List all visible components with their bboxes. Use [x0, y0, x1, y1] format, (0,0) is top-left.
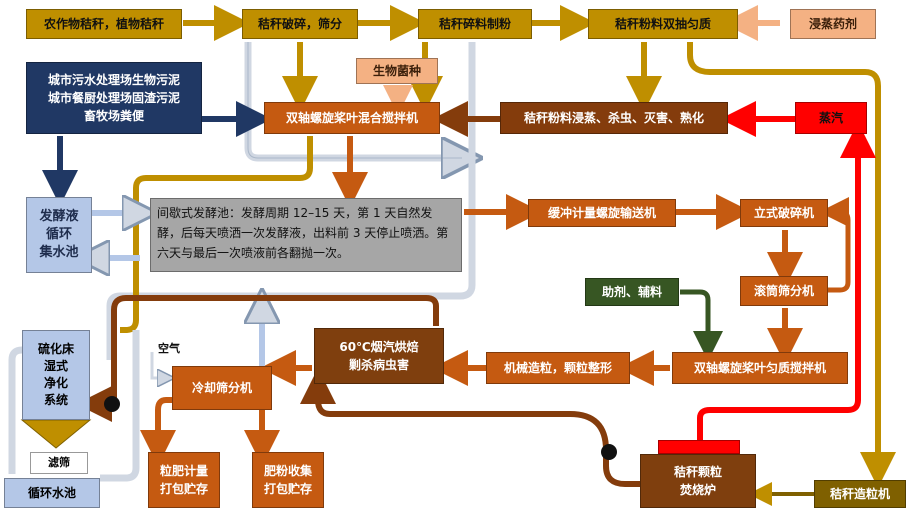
node-cool-screen: 冷却筛分机 [172, 366, 272, 410]
arrow-additive [680, 289, 723, 361]
sludge-line-3: 畜牧场粪便 [83, 109, 144, 123]
powder-pack-line-2: 打包贮存 [263, 482, 312, 496]
node-buffer-conveyor: 缓冲计量螺旋输送机 [528, 199, 676, 227]
pipe-scrubber-loop [8, 346, 40, 474]
node-crush-screen: 秸秆破碎，筛分 [242, 9, 358, 39]
desulfur-line-3: 净化 [43, 376, 68, 390]
node-ferment-description: 间歇式发酵池：发酵周期 12–15 天，第 1 天自然发酵，后每天喷洒一次发酵液… [150, 198, 462, 272]
furnace-line-2: 焚烧炉 [679, 483, 716, 497]
node-circ-pool: 循环水池 [4, 478, 100, 508]
node-twin-screw-homogenizer: 双轴螺旋桨叶匀质搅拌机 [672, 352, 848, 384]
arrow-drum-return [819, 197, 851, 293]
air-label: 空气 [158, 342, 180, 355]
node-dry-kill: 60℃烟汽烘焙 剿杀病虫害 [314, 328, 444, 384]
node-drum-screen: 滚筒筛分机 [740, 276, 828, 306]
pipe-furnace-to-dry [300, 368, 640, 487]
node-pellet-machine: 秸秆造粒机 [814, 480, 906, 508]
pool-line-2: 循环 [45, 227, 72, 242]
node-powder: 秸秆碎料制粉 [418, 9, 532, 39]
node-steam: 蒸汽 [795, 102, 867, 134]
node-ferment-pool: 发酵液 循环 集水池 [26, 197, 92, 273]
pool-line-3: 集水池 [39, 245, 79, 260]
node-microbe: 生物菌种 [356, 58, 438, 84]
node-additive: 助剂、辅料 [585, 278, 679, 306]
node-vertical-crusher: 立式破碎机 [740, 199, 828, 227]
arrow-doublemix-to-pellet [687, 42, 896, 488]
sludge-line-1: 城市污水处理场生物污泥 [47, 73, 180, 87]
arrow-olive-loop [120, 136, 313, 333]
node-desulfur-system: 硫化床 湿式 净化 系统 [22, 330, 90, 420]
arrow-air [150, 352, 166, 378]
dry-line-2: 剿杀病虫害 [348, 358, 409, 372]
node-powder-pack: 肥粉收集 打包贮存 [252, 452, 324, 508]
pipe-smoke-to-scrubber [76, 295, 439, 422]
fan-node-left [104, 396, 120, 412]
arrow-cool-to-pellet [140, 397, 176, 466]
furnace-line-1: 秸秆颗粒 [673, 465, 722, 479]
pellet-pack-line-1: 粒肥计量 [159, 464, 208, 478]
fan-node-right [601, 444, 617, 460]
pellet-pack-line-2: 打包贮存 [159, 482, 208, 496]
desulfur-line-4: 系统 [43, 393, 68, 407]
pipe-furnace-to-steam [697, 122, 876, 440]
furnace-top-cap [658, 440, 740, 454]
node-granulate: 机械造粒，颗粒整形 [486, 352, 630, 384]
pool-line-1: 发酵液 [39, 209, 79, 224]
node-double-mix: 秸秆粉料双抽匀质 [588, 9, 738, 39]
node-filter: 滤筛 [30, 452, 88, 474]
node-pellet-pack: 粒肥计量 打包贮存 [148, 452, 220, 508]
scrubber-funnel [20, 419, 92, 449]
desulfur-line-2: 湿式 [43, 359, 68, 373]
desulfur-line-1: 硫化床 [37, 342, 74, 356]
node-crop-straw: 农作物秸秆，植物秸秆 [26, 9, 182, 39]
node-sludge-sources: 城市污水处理场生物污泥 城市餐厨处理场固渣污泥 畜牧场粪便 [26, 62, 202, 134]
node-twin-screw-mixer: 双轴螺旋桨叶混合搅拌机 [264, 102, 440, 134]
node-furnace: 秸秆颗粒 焚烧炉 [640, 454, 756, 508]
pipe-pool-up [100, 330, 140, 482]
node-steep-steam: 秸秆粉料浸蒸、杀虫、灭害、熟化 [500, 102, 728, 134]
node-steep-agent: 浸蒸药剂 [790, 9, 876, 39]
powder-pack-line-1: 肥粉收集 [263, 464, 312, 478]
pipe-crush-return-edge [247, 42, 462, 159]
dry-line-1: 60℃烟汽烘焙 [339, 340, 419, 354]
sludge-line-2: 城市餐厨处理场固渣污泥 [47, 91, 180, 105]
